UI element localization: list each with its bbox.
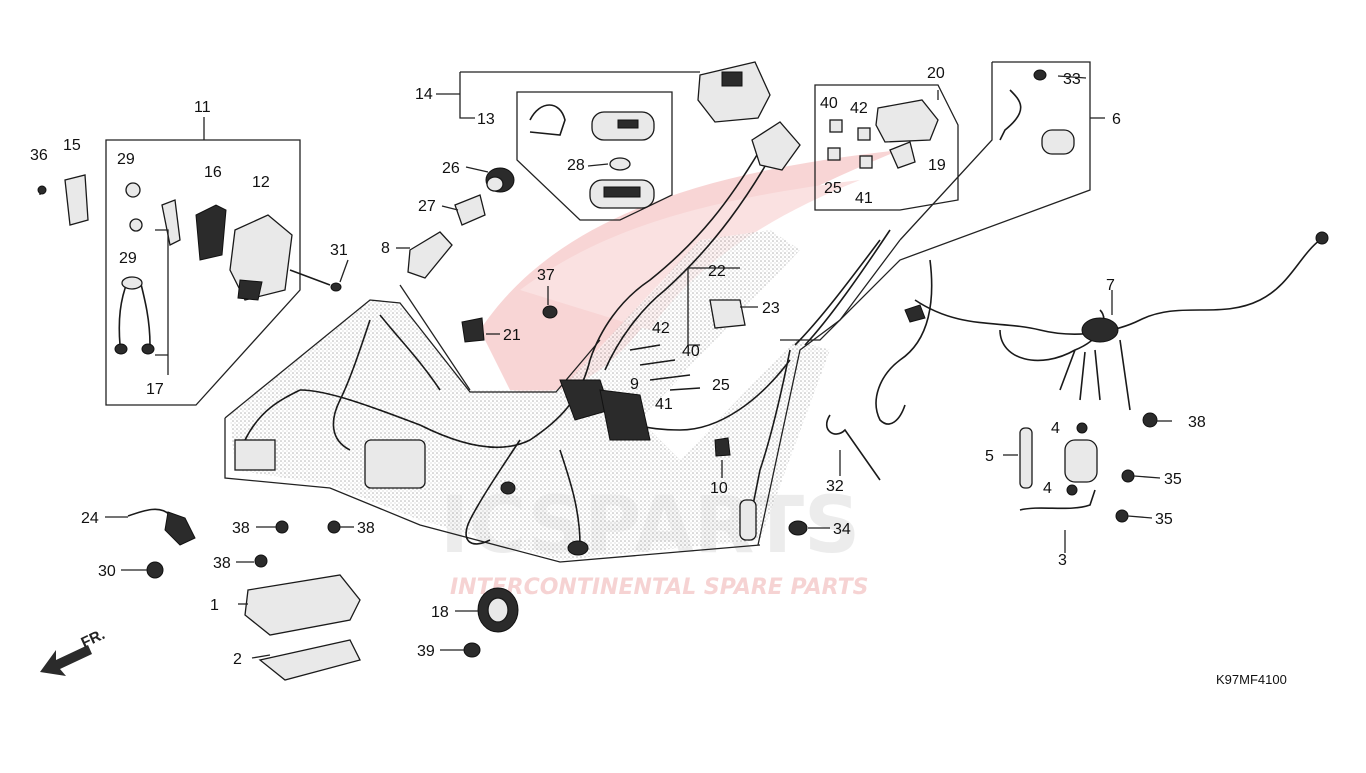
diagram-code: K97MF4100 xyxy=(1216,672,1287,687)
callout-32: 32 xyxy=(826,478,844,495)
callout-16: 16 xyxy=(204,164,222,181)
callout-27: 27 xyxy=(418,198,436,215)
callout-25a: 25 xyxy=(712,377,730,394)
callout-19: 19 xyxy=(928,157,946,174)
callout-26: 26 xyxy=(442,160,460,177)
callout-24: 24 xyxy=(81,510,99,527)
callout-3: 3 xyxy=(1058,552,1067,569)
callout-40a: 40 xyxy=(682,343,700,360)
callout-35a: 35 xyxy=(1164,471,1182,488)
callout-38a: 38 xyxy=(232,520,250,537)
ignition-coil-group-6 xyxy=(780,61,1105,341)
front-direction-arrow: FR. xyxy=(40,626,108,676)
callout-29b: 29 xyxy=(119,250,137,267)
callout-4a: 4 xyxy=(1051,420,1060,437)
callout-13: 13 xyxy=(477,111,495,128)
callout-38c: 38 xyxy=(213,555,231,572)
callout-39: 39 xyxy=(417,643,435,660)
callout-4b: 4 xyxy=(1043,480,1052,497)
callout-42b: 42 xyxy=(850,100,868,117)
callout-37: 37 xyxy=(537,267,555,284)
callout-labels: 11 36 15 29 16 12 29 31 17 14 13 26 28 2… xyxy=(30,65,1206,668)
callout-41b: 41 xyxy=(855,190,873,207)
callout-41a: 41 xyxy=(655,396,673,413)
callout-34: 34 xyxy=(833,521,851,538)
callout-7: 7 xyxy=(1106,277,1115,294)
callout-11: 11 xyxy=(194,99,211,116)
relay-group-20 xyxy=(814,84,959,211)
callout-18: 18 xyxy=(431,604,449,621)
callout-1: 1 xyxy=(210,597,219,614)
callout-36: 36 xyxy=(30,147,48,164)
callout-23: 23 xyxy=(762,300,780,317)
cable-tie-32 xyxy=(825,414,881,481)
callout-17: 17 xyxy=(146,381,164,398)
lower-left-parts xyxy=(127,508,361,681)
watermark-tagline: INTERCONTINENTAL SPARE PARTS xyxy=(450,575,868,600)
callout-6: 6 xyxy=(1112,111,1121,128)
callout-28: 28 xyxy=(567,157,585,174)
callout-10: 10 xyxy=(710,480,728,497)
switch-panel-group-14 xyxy=(459,61,771,221)
horn-18 xyxy=(463,587,519,658)
callout-14: 14 xyxy=(415,86,433,103)
callout-9: 9 xyxy=(630,376,639,393)
callout-38d: 38 xyxy=(1188,414,1206,431)
callout-31: 31 xyxy=(330,242,348,259)
callout-33: 33 xyxy=(1063,71,1081,88)
callout-25b: 25 xyxy=(824,180,842,197)
callout-21: 21 xyxy=(503,327,521,344)
callout-30: 30 xyxy=(98,563,116,580)
switch-assembly-group-11 xyxy=(37,117,342,406)
sub-harness-7 xyxy=(875,231,1329,425)
callout-15: 15 xyxy=(63,137,81,154)
callout-2: 2 xyxy=(233,651,242,668)
callout-40b: 40 xyxy=(820,95,838,112)
main-wire-harness xyxy=(234,121,891,556)
callout-22: 22 xyxy=(708,263,726,280)
callout-20: 20 xyxy=(927,65,945,82)
callout-38b: 38 xyxy=(357,520,375,537)
callout-29a: 29 xyxy=(117,151,135,168)
socket-parts xyxy=(399,167,515,391)
callout-leaders xyxy=(105,75,1172,659)
callout-42a: 42 xyxy=(652,320,670,337)
callout-5: 5 xyxy=(985,448,994,465)
front-marker-label: FR. xyxy=(79,626,108,652)
callout-35b: 35 xyxy=(1155,511,1173,528)
callout-12: 12 xyxy=(252,174,270,191)
callout-8: 8 xyxy=(381,240,390,257)
